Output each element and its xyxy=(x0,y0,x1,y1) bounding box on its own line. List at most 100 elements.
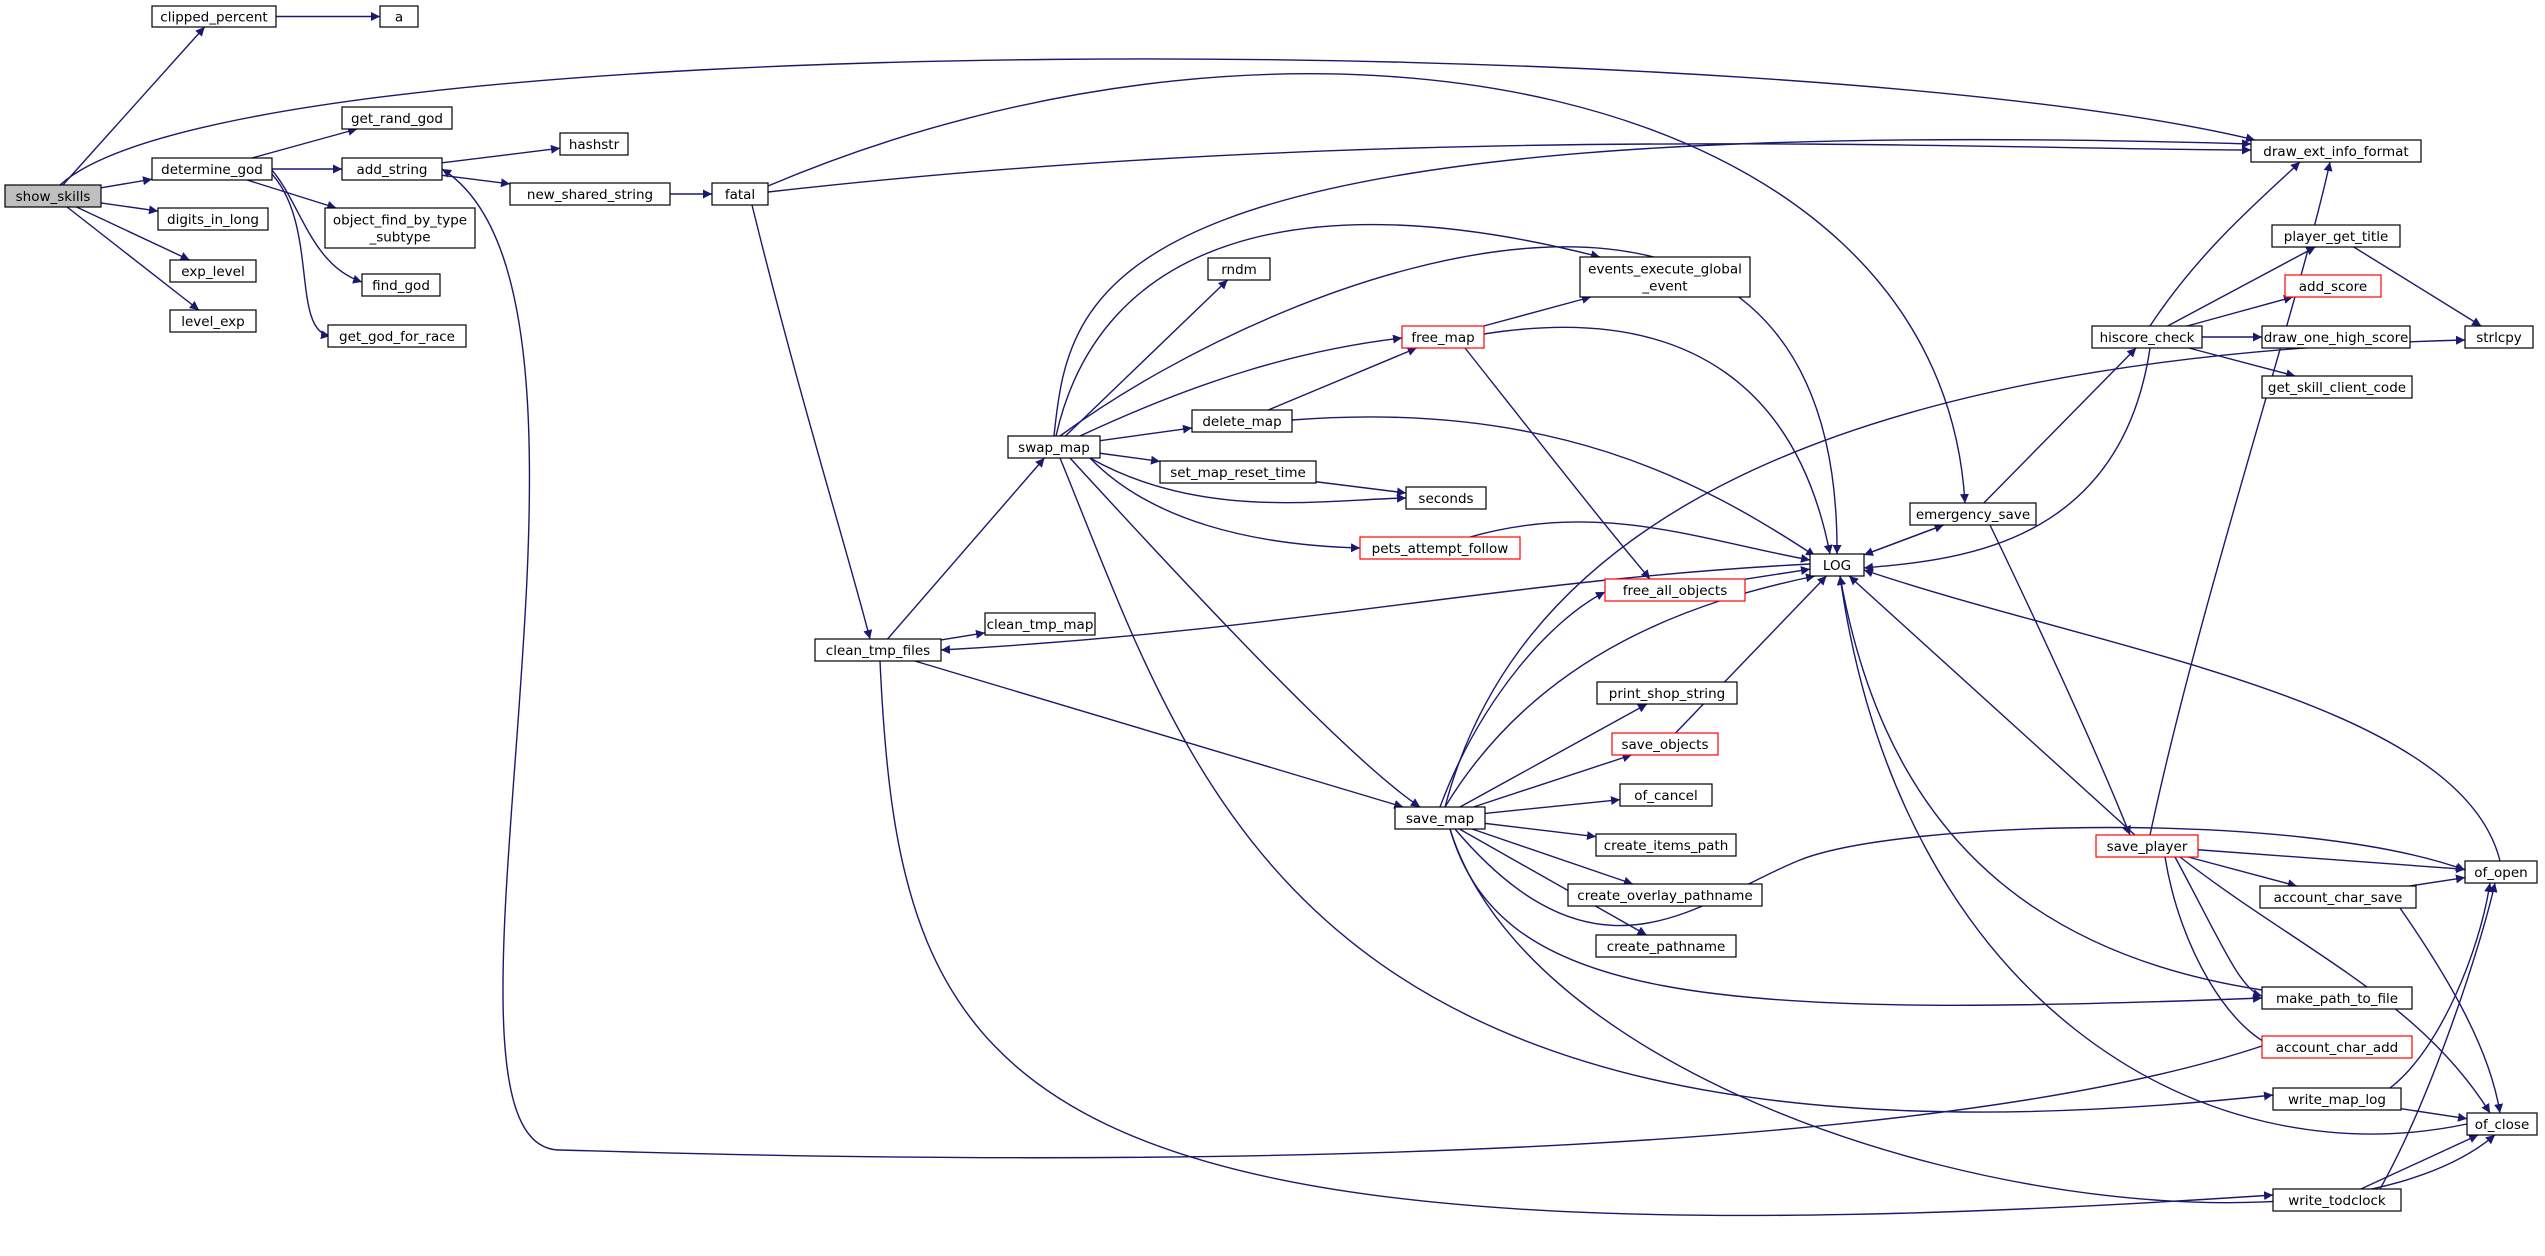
node-label: draw_ext_info_format xyxy=(2263,144,2408,160)
edge-swap_map-to-draw_ext_info_format xyxy=(1053,138,2252,437)
node-layer: show_skills clipped_percent a determine_god… xyxy=(4,5,2538,1212)
edge-write_map_log-to-of_close xyxy=(2400,1108,2468,1122)
node-events_execute_global_event[interactable]: events_execute_global_event xyxy=(1579,256,1751,298)
node-clipped_percent[interactable]: clipped_percent xyxy=(151,5,277,28)
node-box xyxy=(361,273,441,297)
node-label: _subtype xyxy=(368,230,430,246)
node-draw_one_high_score[interactable]: draw_one_high_score xyxy=(2261,325,2411,349)
node-get_skill_client_code[interactable]: get_skill_client_code xyxy=(2261,375,2413,399)
node-free_map[interactable]: free_map xyxy=(1401,325,1485,349)
node-write_todclock[interactable]: write_todclock xyxy=(2272,1188,2402,1212)
node-determine_god[interactable]: determine_god xyxy=(151,157,273,181)
node-swap_map[interactable]: swap_map xyxy=(1007,435,1101,459)
node-fatal[interactable]: fatal xyxy=(711,182,769,206)
node-a[interactable]: a xyxy=(379,5,419,28)
edge-swap_map-to-free_map xyxy=(1079,334,1403,437)
node-box xyxy=(169,309,257,333)
edge-determine_god-to-get_god_for_race xyxy=(267,169,331,340)
node-box xyxy=(814,638,942,662)
node-account_char_add[interactable]: account_char_add xyxy=(2261,1035,2413,1059)
node-get_god_for_race[interactable]: get_god_for_race xyxy=(327,324,467,348)
edge-LOG-to-clean_tmp_files xyxy=(940,563,1811,654)
edge-hiscore_check-to-add_score xyxy=(2186,295,2294,327)
node-strlcpy[interactable]: strlcpy xyxy=(2464,325,2534,349)
node-draw_ext_info_format[interactable]: draw_ext_info_format xyxy=(2250,139,2422,163)
node-get_rand_god[interactable]: get_rand_god xyxy=(341,106,453,130)
edge-save_map-to-print_shop_string xyxy=(1459,703,1648,808)
node-save_objects[interactable]: save_objects xyxy=(1611,732,1719,756)
node-label: print_shop_string xyxy=(1609,686,1725,702)
edge-account_char_save-to-of_close xyxy=(2399,907,2504,1114)
node-find_god[interactable]: find_god xyxy=(361,273,441,297)
edge-clean_tmp_files-to-write_todclock xyxy=(879,660,2274,1217)
node-add_string[interactable]: add_string xyxy=(341,157,443,181)
node-label: pets_attempt_follow xyxy=(1372,541,1509,557)
edge-save_map-to-of_cancel xyxy=(1484,796,1621,815)
node-box xyxy=(379,5,419,28)
node-pets_attempt_follow[interactable]: pets_attempt_follow xyxy=(1359,536,1521,560)
node-of_close[interactable]: of_close xyxy=(2466,1112,2538,1136)
node-LOG[interactable]: LOG xyxy=(1809,553,1865,577)
node-of_cancel[interactable]: of_cancel xyxy=(1619,783,1713,807)
node-clean_tmp_map[interactable]: clean_tmp_map xyxy=(984,612,1096,636)
node-box xyxy=(559,132,629,156)
node-create_pathname[interactable]: create_pathname xyxy=(1595,934,1737,958)
node-delete_map[interactable]: delete_map xyxy=(1191,409,1293,433)
edge-write_todclock-to-of_close xyxy=(2360,1134,2479,1190)
edge-save_player-to-account_char_add xyxy=(2164,856,2276,1049)
edge-hiscore_check-to-draw_ext_info_format xyxy=(2149,161,2301,327)
edge-delete_map-to-LOG xyxy=(1291,416,1816,557)
node-label: free_all_objects xyxy=(1623,583,1728,599)
edge-pets_attempt_follow-to-LOG xyxy=(1469,521,1811,563)
edge-free_map-to-events_execute_global_event xyxy=(1483,295,1592,327)
edge-fatal-to-clean_tmp_files xyxy=(751,204,873,640)
node-digits_in_long[interactable]: digits_in_long xyxy=(157,207,269,231)
node-account_char_save[interactable]: account_char_save xyxy=(2259,885,2417,909)
node-save_map[interactable]: save_map xyxy=(1394,806,1486,830)
edge-free_map-to-free_all_objects xyxy=(1464,347,1651,580)
node-level_exp[interactable]: level_exp xyxy=(169,309,257,333)
node-box xyxy=(2272,1188,2402,1212)
node-box xyxy=(327,324,467,348)
node-add_score[interactable]: add_score xyxy=(2284,274,2382,298)
node-box xyxy=(2271,224,2401,248)
node-set_map_reset_time[interactable]: set_map_reset_time xyxy=(1159,460,1317,484)
node-create_items_path[interactable]: create_items_path xyxy=(1595,833,1737,857)
node-free_all_objects[interactable]: free_all_objects xyxy=(1604,578,1746,602)
node-box xyxy=(2464,860,2538,884)
node-make_path_to_file[interactable]: make_path_to_file xyxy=(2261,986,2413,1010)
edge-swap_map-to-delete_map xyxy=(1099,424,1193,442)
edge-swap_map-to-events_execute_global_event xyxy=(1055,223,1601,437)
edge-save_map-to-of_close xyxy=(1449,828,2496,1204)
edge-determine_god-to-find_god xyxy=(269,167,363,284)
node-label: write_todclock xyxy=(2288,1193,2386,1209)
node-box xyxy=(2464,325,2534,349)
edge-free_map-to-LOG xyxy=(1483,326,1833,555)
node-exp_level[interactable]: exp_level xyxy=(169,259,257,283)
node-box xyxy=(1595,833,1737,857)
node-player_get_title[interactable]: player_get_title xyxy=(2271,224,2401,248)
node-of_open[interactable]: of_open xyxy=(2464,860,2538,884)
edge-save_map-to-of_open xyxy=(1454,826,2466,927)
node-show_skills[interactable]: show_skills xyxy=(4,184,102,208)
node-write_map_log[interactable]: write_map_log xyxy=(2272,1087,2402,1111)
node-box xyxy=(1596,681,1738,705)
node-clean_tmp_files[interactable]: clean_tmp_files xyxy=(814,638,942,662)
node-new_shared_string[interactable]: new_shared_string xyxy=(509,182,671,206)
node-hashstr[interactable]: hashstr xyxy=(559,132,629,156)
node-box xyxy=(1405,486,1487,510)
node-create_overlay_pathname[interactable]: create_overlay_pathname xyxy=(1567,883,1763,907)
node-box xyxy=(151,5,277,28)
node-save_player[interactable]: save_player xyxy=(2095,834,2199,858)
node-label: rndm xyxy=(1221,262,1257,278)
node-emergency_save[interactable]: emergency_save xyxy=(1909,502,2037,526)
node-object_find_by_type_subtype[interactable]: object_find_by_type_subtype xyxy=(324,207,476,249)
node-print_shop_string[interactable]: print_shop_string xyxy=(1596,681,1738,705)
node-rndm[interactable]: rndm xyxy=(1207,257,1271,281)
node-hiscore_check[interactable]: hiscore_check xyxy=(2091,325,2203,349)
node-label: save_player xyxy=(2107,839,2188,855)
node-seconds[interactable]: seconds xyxy=(1405,486,1487,510)
node-box xyxy=(1191,409,1293,433)
node-label: exp_level xyxy=(181,264,244,280)
node-label: make_path_to_file xyxy=(2276,991,2398,1007)
